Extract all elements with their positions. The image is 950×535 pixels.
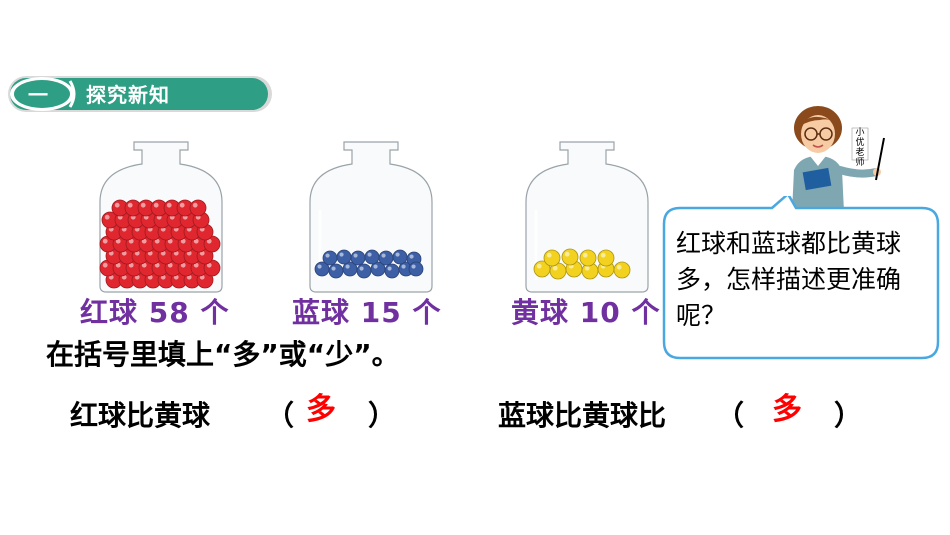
speech-bubble-text: 红球和蓝球都比黄球多，怎样描述更准确呢？: [676, 229, 902, 330]
ball: [392, 249, 408, 265]
compare-row-2-text: 蓝球比黄球比: [498, 399, 667, 432]
compare-row-2-paren-close: ）: [834, 399, 863, 432]
ball: [597, 249, 615, 267]
ball: [350, 250, 366, 266]
ball: [378, 250, 394, 266]
jar-yellow-balls: [525, 141, 649, 293]
speech-bubble: [662, 196, 940, 360]
ball: [356, 263, 372, 279]
ball: [328, 263, 344, 279]
instruction-text: 在括号里填上“多”或“少”。: [46, 338, 400, 371]
jar-label-yellow: 黄球 10 个: [511, 296, 661, 329]
jar-red-balls: [99, 141, 223, 293]
section-header: [8, 76, 272, 112]
ball: [613, 261, 631, 279]
ball: [364, 249, 380, 265]
compare-row-1-paren-open: （: [266, 399, 295, 432]
ball: [561, 248, 579, 266]
ball: [408, 261, 424, 277]
section-title: 探究新知: [86, 83, 170, 107]
compare-row-2-answer[interactable]: 多: [772, 392, 802, 427]
ball: [336, 249, 352, 265]
compare-row-1-paren-close: ）: [368, 399, 397, 432]
compare-row-1-text: 红球比黄球: [70, 399, 211, 432]
jar-label-red: 红球 58 个: [80, 296, 230, 329]
ball: [189, 199, 207, 217]
compare-row-2-paren-open: （: [716, 399, 745, 432]
jar-label-blue: 蓝球 15 个: [292, 296, 442, 329]
ball: [322, 250, 338, 266]
compare-row-1-answer[interactable]: 多: [306, 392, 336, 427]
ball: [543, 249, 561, 267]
teacher-illustration: [792, 106, 885, 212]
section-number: 一: [28, 83, 48, 107]
teacher-sign: 小优老师: [855, 128, 865, 168]
ball: [579, 249, 597, 267]
ball: [384, 263, 400, 279]
jar-blue-balls: [309, 141, 433, 293]
